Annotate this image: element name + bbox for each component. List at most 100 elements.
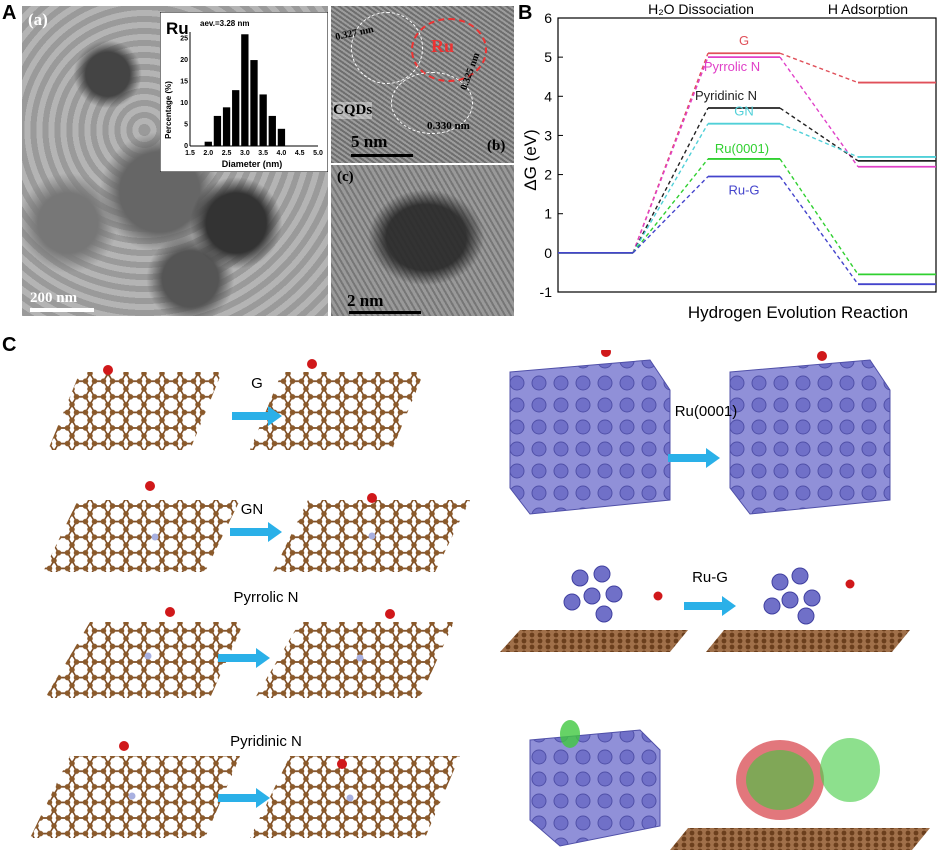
- graphene-row-gn: GN: [43, 481, 470, 572]
- scale-label-a: 200 nm: [30, 290, 78, 306]
- series-connector: [779, 107, 859, 162]
- hist-bar: [259, 94, 267, 146]
- hist-x-tick: 3.5: [258, 150, 268, 157]
- panel-letter-b: B: [518, 2, 533, 24]
- scale-bar-a: [30, 308, 94, 312]
- arrow-icon: [230, 522, 282, 542]
- tem-image-c: (c) 2 nm: [331, 165, 514, 316]
- hist-y-tick: 15: [180, 79, 188, 86]
- cqd-circle-1: [351, 12, 423, 84]
- hist-y-tick: 0: [184, 143, 188, 150]
- tem-label-c: (c): [337, 169, 354, 185]
- panel-letter-a: A: [2, 2, 17, 24]
- hist-x-tick: 4.0: [277, 150, 287, 157]
- series-pyrrolic-n: Pyrrolic N: [558, 56, 936, 254]
- chart-y-tick: 4: [544, 88, 552, 104]
- hist-x-tick: 2.5: [222, 150, 232, 157]
- graphene-row-pyridinic: Pyridinic N: [30, 733, 460, 838]
- scale-bar-b: [351, 154, 413, 157]
- tem-image-b: Ru CQDs 0.327 nm 0.325 nm 0.330 nm 5 nm …: [331, 6, 514, 163]
- hist-bar: [232, 90, 240, 146]
- graphene-row-pyrrolic: Pyrrolic N: [45, 589, 454, 698]
- scale-bar-c: [349, 311, 421, 314]
- series-connector: [779, 56, 859, 168]
- diameter-histogram: 1.5 2.0 2.5 3.0 3.5 4.0 4.5 5.0 0 5 10 15 20 25 Ru ae…: [160, 12, 328, 172]
- arrow-icon: [668, 448, 720, 468]
- stage-label-adsorption: H Adsorption: [828, 1, 908, 17]
- arrow-icon: [232, 406, 282, 426]
- hist-ru-title: Ru: [166, 19, 189, 38]
- hist-y-tick: 10: [180, 100, 188, 107]
- series-label: G: [739, 33, 749, 48]
- label-pyrrolic: Pyrrolic N: [233, 589, 298, 606]
- series-label: Pyridinic N: [695, 88, 757, 103]
- chart-y-tick: 0: [544, 245, 552, 261]
- chart-y-tick: 5: [544, 49, 552, 65]
- tem-label-a: (a): [28, 10, 48, 29]
- hist-x-tick: 5.0: [313, 150, 323, 157]
- series-label: Pyrrolic N: [704, 59, 760, 74]
- series-connector: [779, 123, 859, 158]
- series-label: Ru(0001): [715, 141, 769, 156]
- hist-ylabel: Percentage (%): [164, 81, 173, 139]
- chart-y-tick: 6: [544, 10, 552, 26]
- hist-x-tick: 2.0: [203, 150, 213, 157]
- graphene-row-g: G: [48, 359, 424, 450]
- lattice-label-3: 0.330 nm: [427, 120, 470, 132]
- hist-bar: [222, 107, 231, 146]
- hist-bar: [204, 141, 212, 146]
- charge-density-row: [529, 720, 930, 850]
- series-label: GN: [734, 104, 754, 119]
- chart-y-tick: 2: [544, 167, 552, 183]
- label-ru-g: Ru-G: [692, 569, 728, 586]
- ru0001-row: Ru(0001): [509, 350, 891, 515]
- hist-avg-label: aev.=3.28 nm: [200, 19, 249, 28]
- series-ru-g: Ru-G: [558, 175, 936, 286]
- hist-x-tick: 3.0: [240, 150, 250, 157]
- chart-y-tick: -1: [540, 284, 553, 300]
- hist-y-tick: 25: [180, 36, 188, 43]
- arrow-icon: [218, 648, 270, 668]
- panel-letter-c: C: [2, 334, 17, 356]
- cqds-label: CQDs: [333, 102, 373, 119]
- cqd-circle-2: [391, 72, 473, 134]
- series-connector: [632, 123, 709, 254]
- hist-x-tick: 4.5: [295, 150, 305, 157]
- arrow-icon: [218, 788, 270, 808]
- chart-xlabel: Hydrogen Evolution Reaction: [688, 303, 908, 322]
- ru-g-row: Ru-G: [500, 565, 910, 652]
- series-connector: [779, 158, 859, 275]
- chart-y-tick: 3: [544, 127, 552, 143]
- free-energy-chart: -1 0 1 2 3 4 5 6G Pyrrolic N Pyridinic NGN Ru(0001…: [521, 1, 937, 322]
- hist-y-tick: 5: [184, 122, 188, 129]
- series-label: Ru-G: [728, 183, 759, 198]
- label-gn: GN: [241, 501, 264, 518]
- chart-frame: [557, 17, 937, 293]
- hist-y-tick: 20: [180, 57, 188, 64]
- series-gn: GN: [558, 104, 936, 254]
- label-pyridinic: Pyridinic N: [230, 733, 302, 750]
- hist-bar: [277, 128, 286, 146]
- series-connector: [632, 56, 709, 254]
- hist-bar: [213, 115, 222, 146]
- structures-panel: G GN Pyrrolic N Pyridinic N Ru(0001): [30, 350, 930, 850]
- series-connector: [779, 52, 859, 84]
- stage-label-dissociation: H₂O Dissociation: [648, 1, 754, 17]
- hist-bar: [250, 60, 258, 146]
- label-ru0001: Ru(0001): [675, 403, 738, 420]
- series-connector: [779, 176, 859, 285]
- series-connector: [632, 176, 709, 254]
- scale-label-c: 2 nm: [347, 291, 384, 310]
- label-g: G: [251, 375, 263, 392]
- hist-bar: [241, 34, 249, 146]
- chart-y-tick: 1: [544, 206, 552, 222]
- series-connector: [632, 158, 709, 254]
- scale-label-b: 5 nm: [351, 132, 388, 151]
- series-connector: [632, 107, 709, 254]
- hist-xlabel: Diameter (nm): [222, 159, 283, 169]
- arrow-icon: [684, 596, 736, 616]
- chart-ylabel: ΔG (eV): [521, 129, 540, 190]
- ru-label: Ru: [431, 36, 455, 56]
- hist-x-tick: 1.5: [185, 150, 195, 157]
- hist-bar: [268, 115, 276, 146]
